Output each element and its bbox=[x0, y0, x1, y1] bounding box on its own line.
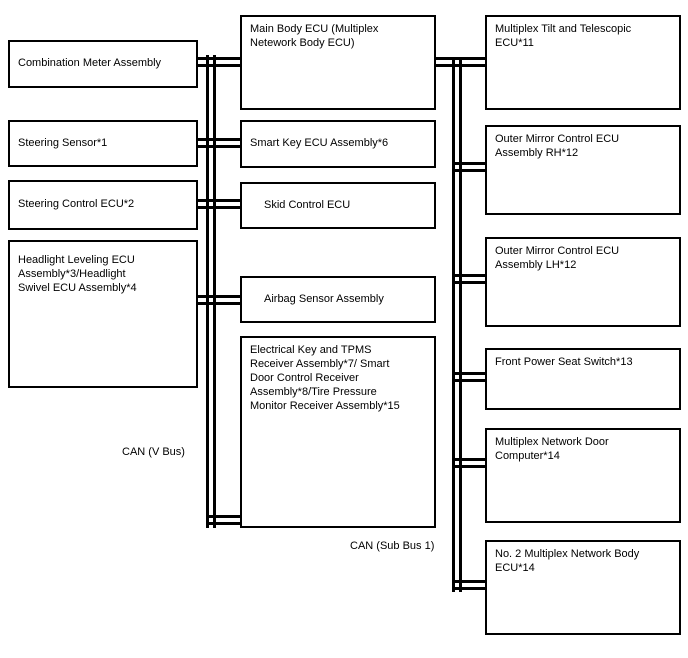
node-electrical-key-tpms-receiver: Electrical Key and TPMS Receiver Assembl… bbox=[240, 336, 436, 528]
bus-stub-outer-mirror-lh bbox=[452, 274, 485, 284]
node-headlight-leveling-swivel-ecu: Headlight Leveling ECU Assembly*3/Headli… bbox=[8, 240, 198, 388]
node-outer-mirror-ecu-lh: Outer Mirror Control ECU Assembly LH*12 bbox=[485, 237, 681, 327]
can-v-bus-line bbox=[206, 55, 216, 528]
node-front-power-seat-switch: Front Power Seat Switch*13 bbox=[485, 348, 681, 410]
node-airbag-sensor-assembly: Airbag Sensor Assembly bbox=[240, 276, 436, 323]
can-sub-bus1-line bbox=[452, 57, 462, 592]
bus-stub-multiplex-network-door bbox=[452, 458, 485, 468]
node-multiplex-tilt-telescopic-ecu: Multiplex Tilt and Telescopic ECU*11 bbox=[485, 15, 681, 110]
bus-stub-outer-mirror-rh bbox=[452, 162, 485, 172]
bus-stub-combination-meter-main-body bbox=[198, 57, 240, 67]
bus-stub-front-power-seat bbox=[452, 372, 485, 382]
node-steering-control-ecu: Steering Control ECU*2 bbox=[8, 180, 198, 230]
can-v-bus-label: CAN (V Bus) bbox=[122, 446, 185, 458]
node-main-body-ecu: Main Body ECU (Multiplex Netework Body E… bbox=[240, 15, 436, 110]
bus-stub-steering-sensor-smart-key bbox=[198, 138, 240, 148]
node-skid-control-ecu: Skid Control ECU bbox=[240, 182, 436, 229]
can-sub-bus1-label: CAN (Sub Bus 1) bbox=[350, 540, 435, 552]
bus-stub-main-body-multiplex-tilt bbox=[436, 57, 485, 67]
node-no2-multiplex-network-body-ecu: No. 2 Multiplex Network Body ECU*14 bbox=[485, 540, 681, 635]
node-steering-sensor: Steering Sensor*1 bbox=[8, 120, 198, 167]
node-smart-key-ecu: Smart Key ECU Assembly*6 bbox=[240, 120, 436, 168]
node-combination-meter-assembly: Combination Meter Assembly bbox=[8, 40, 198, 88]
bus-stub-no2-multiplex-body bbox=[452, 580, 485, 590]
node-multiplex-network-door-computer: Multiplex Network Door Computer*14 bbox=[485, 428, 681, 523]
bus-stub-electrical-key-tpms bbox=[206, 515, 240, 525]
bus-stub-headlight-airbag bbox=[198, 295, 240, 305]
bus-stub-steering-control-skid-control bbox=[198, 199, 240, 209]
node-outer-mirror-ecu-rh: Outer Mirror Control ECU Assembly RH*12 bbox=[485, 125, 681, 215]
